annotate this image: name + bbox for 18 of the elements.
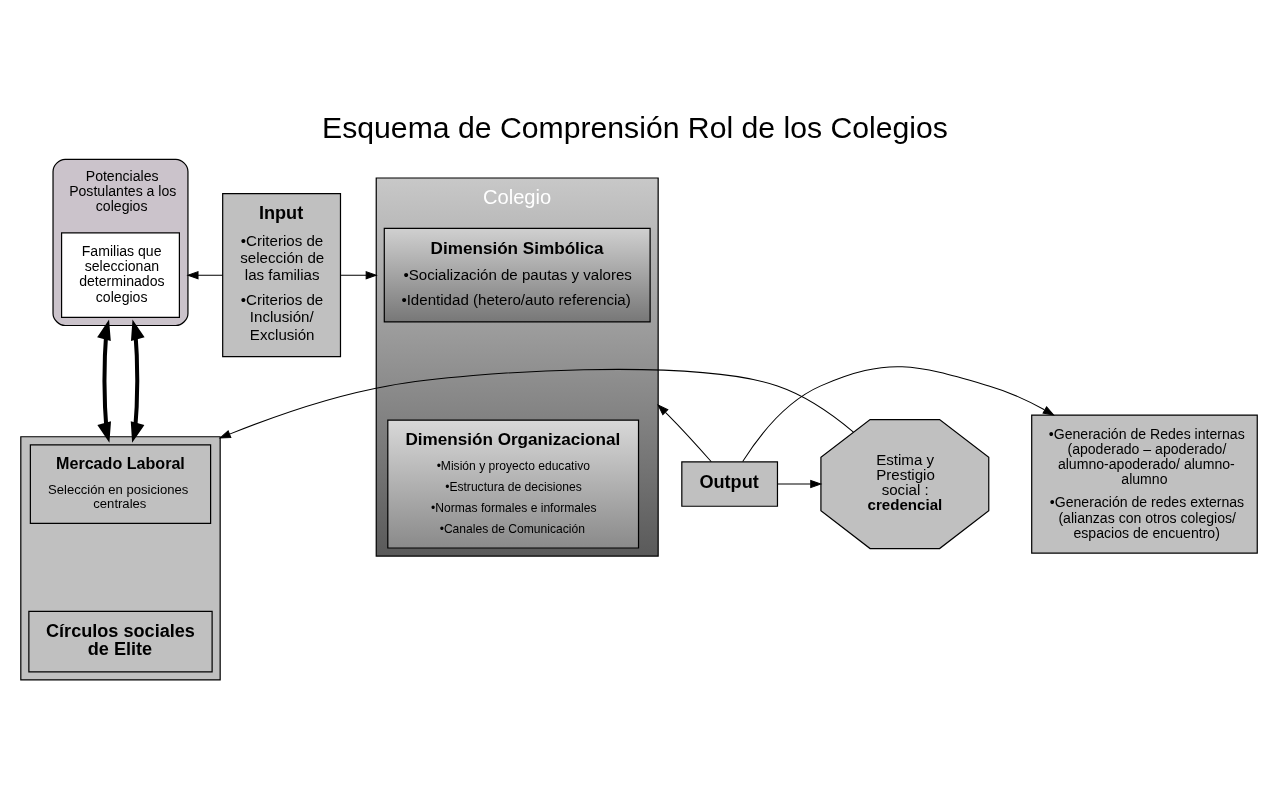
node-box: Dimensión Organizacional •Misión y proyecto educativo •Estructura de decisiones •Normas formales e informales •Canales de Comunicación [387,419,640,549]
arrow [657,403,712,463]
diagram-title: Esquema de Comprensión Rol de los Colegios [322,111,948,145]
cluster [20,436,221,681]
node-box: Input •Criterios de selección de las familias •Criterios de Inclusión/ Exclusión [222,193,342,358]
arrow [777,479,823,489]
node-box: Familias que seleccionan determinados colegios [61,232,180,319]
arrow [186,270,224,280]
node-box: Output [681,461,779,507]
arrow [340,270,378,280]
node-box: Círculos sociales de Elite [28,610,213,673]
arrow [97,319,111,443]
node-box: Dimensión Simbólica •Socialización de pautas y valores •Identidad (hetero/auto referencia) [383,227,651,323]
arrow [218,368,854,439]
node-box: •Generación de Redes internas (apoderado – apoderado/ alumno-apoderado/ alumno-alumno •Generación de redes externas (alianzas con otros colegios/ espacios de encuentro) [1031,414,1258,554]
arrow [742,366,1055,462]
node-box: Mercado Laboral Selección en posiciones centrales [29,444,212,524]
arrow [130,319,145,443]
